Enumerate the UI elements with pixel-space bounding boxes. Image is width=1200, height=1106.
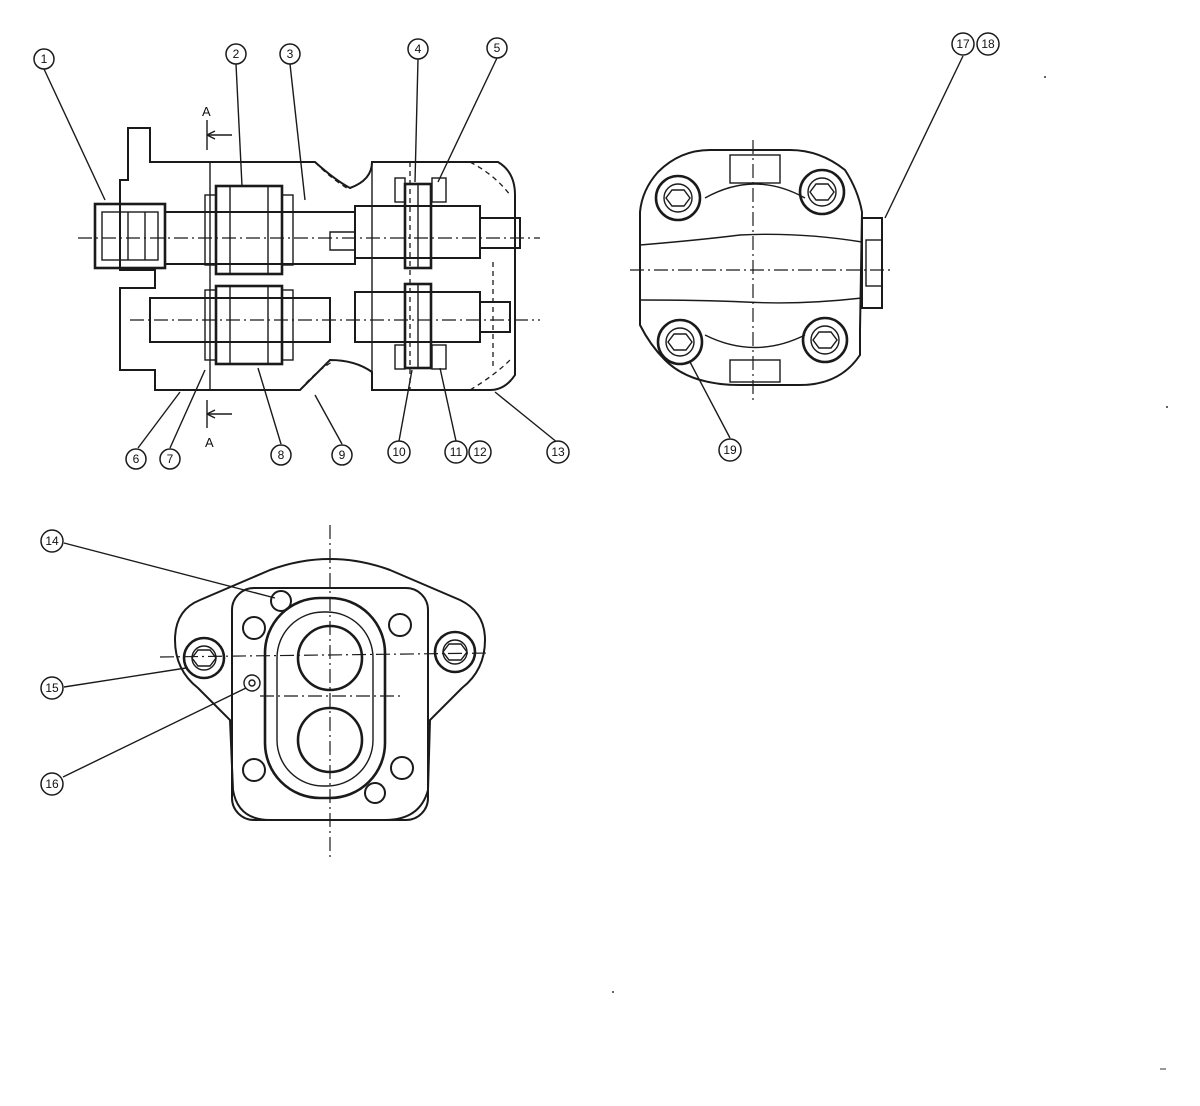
callout-16: 16 [40, 772, 64, 796]
callout-13: 13 [546, 440, 570, 464]
svg-text:16: 16 [45, 777, 59, 791]
callout-10: 10 [387, 440, 411, 464]
bolt-top-left-icon [654, 174, 702, 222]
callout-15: 15 [40, 676, 64, 700]
callout-6: 6 [125, 448, 147, 470]
flange-view [62, 525, 491, 860]
callout-1: 1 [33, 48, 55, 70]
svg-text:1: 1 [41, 52, 48, 66]
callout-3: 3 [279, 43, 301, 65]
section-mark-top: A [202, 104, 211, 119]
callout-18: 18 [976, 32, 1000, 56]
svg-text:9: 9 [339, 448, 346, 462]
callout-4: 4 [407, 38, 429, 60]
callout-8: 8 [270, 444, 292, 466]
svg-text:7: 7 [167, 452, 174, 466]
svg-text:13: 13 [551, 445, 565, 459]
flange-bolt-left-icon [182, 636, 226, 680]
svg-text:11: 11 [450, 445, 463, 459]
flange-bolt-right-icon [433, 630, 477, 674]
callout-7: 7 [159, 448, 181, 470]
svg-text:17: 17 [956, 37, 970, 51]
callout-14: 14 [40, 529, 64, 553]
svg-text:4: 4 [415, 42, 422, 56]
svg-text:5: 5 [494, 41, 501, 55]
callout-17: 17 [951, 32, 975, 56]
svg-text:10: 10 [392, 445, 406, 459]
svg-text:14: 14 [45, 534, 59, 548]
svg-text:8: 8 [278, 448, 285, 462]
callout-11: 11 [444, 440, 468, 464]
callout-5: 5 [486, 37, 508, 59]
svg-text:6: 6 [133, 452, 140, 466]
callout-12: 12 [468, 440, 492, 464]
bolt-bottom-right-icon [801, 316, 849, 364]
callout-2: 2 [225, 43, 247, 65]
svg-text:19: 19 [723, 443, 737, 457]
bolt-bottom-left-icon [656, 318, 704, 366]
side-section-view: A A [43, 57, 559, 450]
svg-text:12: 12 [473, 445, 487, 459]
svg-text:2: 2 [233, 47, 240, 61]
bolt-top-right-icon [798, 168, 846, 216]
callout-19: 19 [718, 438, 742, 462]
callout-9: 9 [331, 444, 353, 466]
svg-text:18: 18 [981, 37, 995, 51]
section-mark-bottom: A [205, 435, 214, 450]
svg-text:3: 3 [287, 47, 294, 61]
end-view [630, 55, 964, 439]
svg-text:15: 15 [45, 681, 59, 695]
